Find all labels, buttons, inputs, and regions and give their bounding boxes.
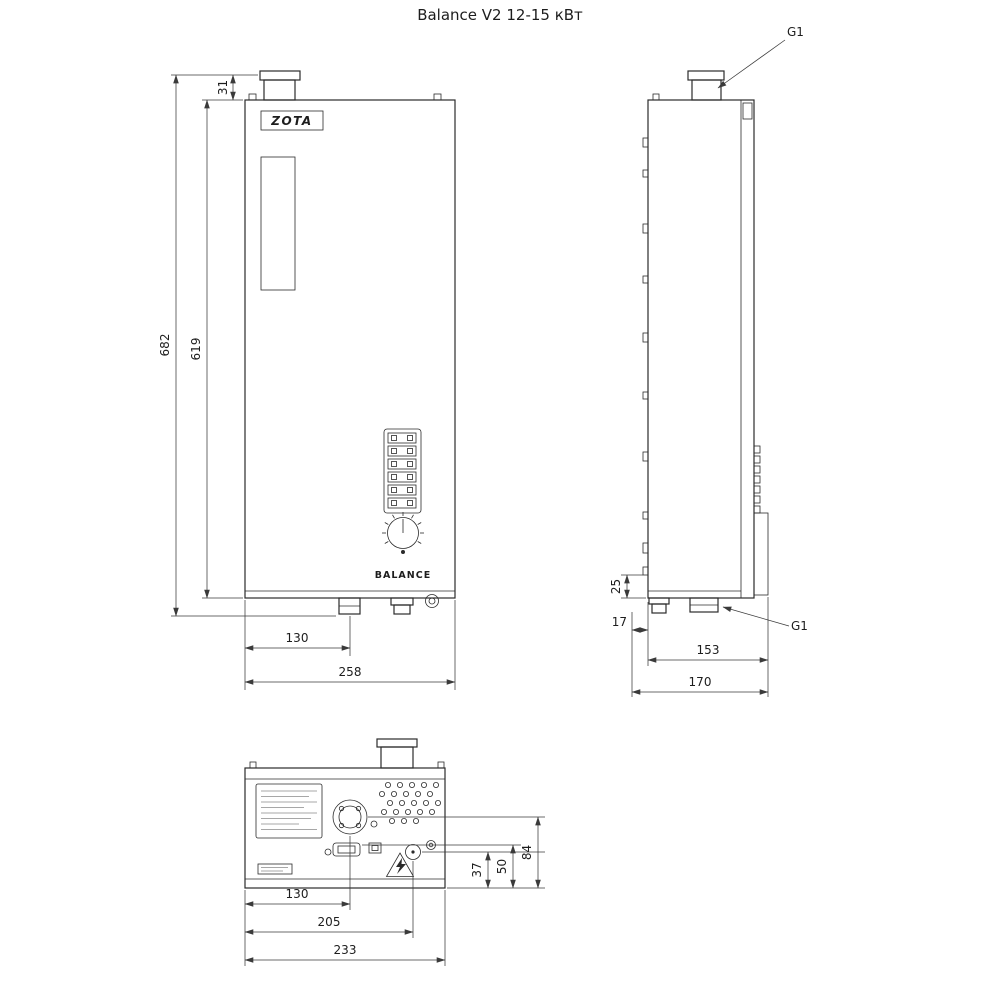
front-body — [244, 99, 456, 599]
side-dimensions: 25 17 153 170 — [609, 574, 769, 697]
cable-gland-front — [390, 597, 414, 615]
switch-box — [368, 842, 382, 854]
dim-overall-height: 682 — [158, 334, 172, 357]
brand-logo-text: ZOTA — [270, 114, 312, 128]
g1-label-top: G1 — [787, 25, 804, 39]
cable-gland-side — [648, 597, 670, 614]
screw — [324, 848, 332, 856]
dim-pipe-offset: 130 — [286, 631, 309, 645]
dim-drain-offset-x: 205 — [318, 915, 341, 929]
dim-flange-offset-x: 130 — [286, 887, 309, 901]
side-view: G1 G1 25 17 153 170 — [609, 25, 808, 697]
dim-pipe-depth: 153 — [697, 643, 720, 657]
front-dimensions: 31 682 619 130 258 — [158, 74, 456, 690]
rear-fittings — [642, 137, 649, 576]
nameplate — [255, 783, 323, 839]
bottom-pipe-side — [689, 597, 719, 613]
bottom-label — [257, 863, 293, 875]
front-cover-window — [260, 156, 296, 291]
front-panel-ribs — [753, 445, 761, 514]
brand-logo: ZOTA — [260, 110, 324, 131]
high-voltage-warning-icon — [385, 852, 415, 877]
bottom-body — [244, 767, 446, 889]
g1-callout-top: G1 — [717, 25, 804, 89]
dim-valve-offset-y: 37 — [470, 862, 484, 877]
control-dial — [382, 512, 424, 554]
control-panel — [382, 428, 424, 554]
front-view: ZOTA — [158, 70, 456, 690]
pipe-stub-bottom-view — [376, 738, 418, 769]
mounting-bracket — [753, 512, 769, 596]
dim-body-height: 619 — [189, 338, 203, 361]
top-pipe-side — [687, 70, 725, 101]
drawing-title: Balance V2 12-15 кВт — [417, 6, 583, 24]
cable-connector — [332, 842, 361, 857]
vent-holes — [378, 782, 441, 825]
dim-flange-offset-y: 84 — [520, 845, 534, 860]
dim-stub-height: 31 — [216, 80, 230, 95]
dim-front-width: 258 — [339, 665, 362, 679]
drain-valve — [405, 844, 421, 860]
bottom-pipe-front — [338, 597, 361, 615]
terminal-blocks — [387, 432, 417, 509]
bottom-dimensions: 37 50 84 130 205 233 — [244, 816, 545, 966]
g1-label-bottom: G1 — [791, 619, 808, 633]
dim-gland-offset: 17 — [612, 615, 627, 629]
dim-bottom-width: 233 — [334, 943, 357, 957]
top-pipe-front — [259, 70, 301, 101]
side-body — [647, 99, 755, 599]
dim-overall-depth: 170 — [689, 675, 712, 689]
dim-connector-offset-y: 50 — [495, 859, 509, 874]
safety-valve-front — [425, 594, 439, 608]
bottom-view: 37 50 84 130 205 233 — [244, 738, 545, 966]
panel-model-label: BALANCE — [375, 570, 431, 581]
small-port — [370, 820, 378, 828]
heater-flange — [332, 799, 368, 835]
g1-callout-bottom: G1 — [722, 606, 808, 633]
dim-fitting-height: 25 — [609, 579, 623, 594]
